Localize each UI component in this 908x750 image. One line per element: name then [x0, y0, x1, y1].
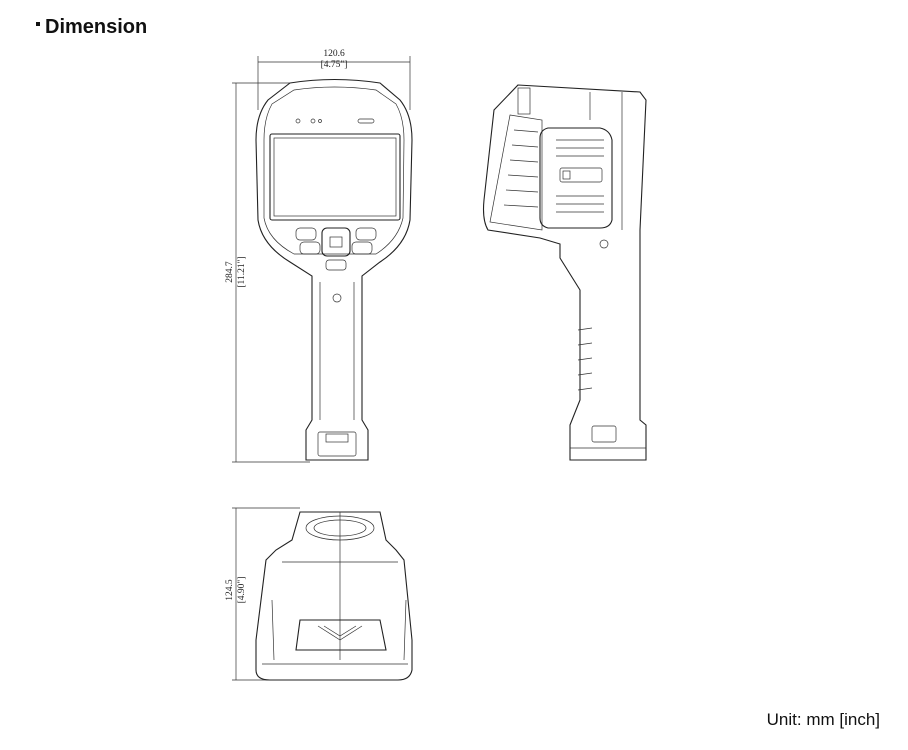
depth-mm-label: 124.5 — [225, 579, 235, 601]
title-text: Dimension — [45, 16, 148, 38]
height-dimension: 284.7 [11.21"] — [225, 82, 310, 463]
section-title: Dimension — [36, 16, 147, 39]
width-mm-label: 120.6 — [323, 49, 345, 59]
side-view — [482, 84, 647, 461]
unit-label: Unit: mm [inch] — [766, 710, 880, 729]
bottom-view — [255, 511, 413, 681]
height-in-label: [11.21"] — [237, 256, 247, 287]
depth-in-label: [4.90"] — [237, 577, 247, 604]
height-mm-label: 284.7 — [225, 261, 235, 283]
front-view — [255, 78, 413, 461]
bullet-icon — [36, 22, 40, 26]
depth-dimension: 124.5 [4.90"] — [225, 507, 300, 681]
width-in-label: [4.75"] — [321, 60, 348, 70]
